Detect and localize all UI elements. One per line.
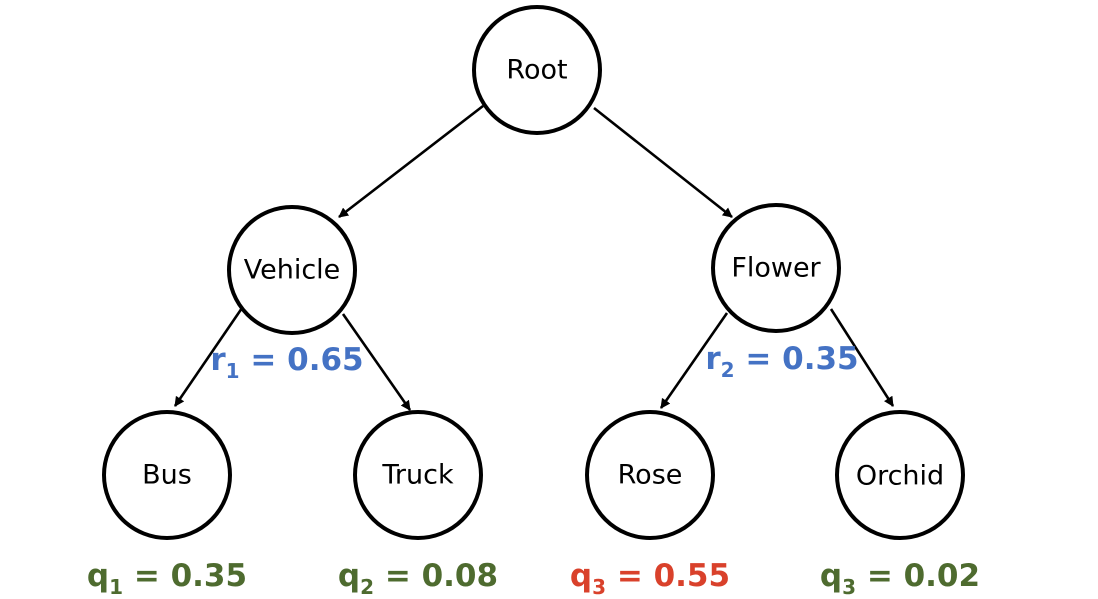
node-orchid-label: Orchid <box>856 461 944 492</box>
node-truck: Truck <box>353 410 483 540</box>
node-bus-circle <box>102 410 232 540</box>
node-bus-label: Bus <box>142 460 192 491</box>
node-flower-label: Flower <box>731 253 821 284</box>
leaf-prob-truck: q2 = 0.08 <box>338 558 498 599</box>
node-vehicle-label: Vehicle <box>244 255 341 286</box>
node-flower: Flower <box>711 203 841 333</box>
edges <box>173 104 895 411</box>
node-rose: Rose <box>585 410 715 540</box>
leaf-prob-rose: q3 = 0.55 <box>570 558 730 599</box>
node-root-label: Root <box>506 55 567 86</box>
edge-flower-orchid <box>829 308 895 407</box>
leaf-prob-bus: q1 = 0.35 <box>87 558 247 599</box>
leaf-prob-orchid: q3 = 0.02 <box>820 558 980 599</box>
edge-vehicle-truck <box>341 313 412 411</box>
node-root: Root <box>472 5 602 135</box>
node-bus: Bus <box>102 410 232 540</box>
node-vehicle: Vehicle <box>227 205 357 335</box>
node-rose-label: Rose <box>618 460 683 491</box>
node-vehicle-circle <box>227 205 357 335</box>
node-orchid-circle <box>835 410 965 540</box>
branch-prob-r2: r2 = 0.35 <box>705 341 858 382</box>
edge-root-vehicle <box>338 104 484 219</box>
node-truck-circle <box>353 410 483 540</box>
node-orchid: Orchid <box>835 410 965 540</box>
node-truck-label: Truck <box>381 460 454 491</box>
node-rose-circle <box>585 410 715 540</box>
edge-flower-rose <box>659 312 729 409</box>
node-flower-circle <box>711 203 841 333</box>
node-root-circle <box>472 5 602 135</box>
edge-root-flower <box>593 106 733 219</box>
branch-prob-r1: r1 = 0.65 <box>210 342 363 383</box>
edge-vehicle-bus <box>173 307 244 407</box>
